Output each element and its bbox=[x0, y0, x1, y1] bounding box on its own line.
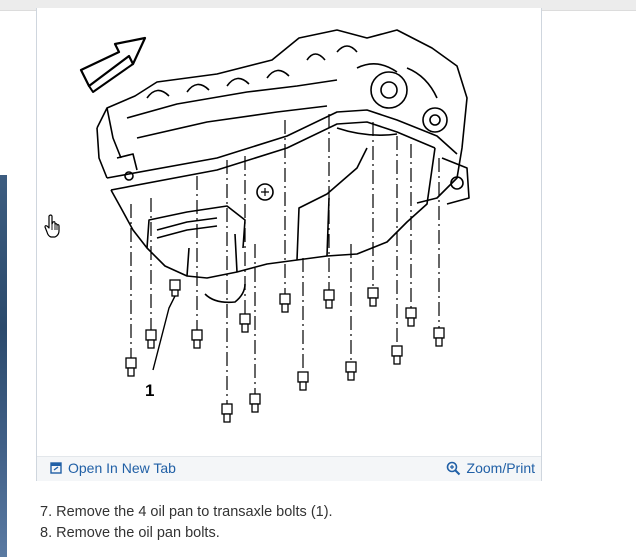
bolt bbox=[323, 289, 335, 309]
background-window-strip bbox=[0, 175, 7, 557]
bolt bbox=[279, 293, 291, 313]
zoom-print-label: Zoom/Print bbox=[466, 460, 535, 476]
open-in-new-tab-label: Open In New Tab bbox=[68, 460, 176, 476]
bolt-callout-1 bbox=[169, 279, 181, 297]
step-8: 8. Remove the oil pan bolts. bbox=[40, 525, 220, 541]
zoom-print-link[interactable]: Zoom/Print bbox=[446, 460, 535, 476]
instruction-steps: 7. Remove the 4 oil pan to transaxle bol… bbox=[40, 502, 333, 544]
figure-footer: Open In New Tab Zoom/Print bbox=[37, 456, 541, 481]
callout-number: 1 bbox=[145, 381, 154, 400]
bolt bbox=[125, 357, 137, 377]
hand-pointer-cursor-icon bbox=[44, 214, 60, 238]
bolt bbox=[249, 393, 261, 413]
figure-card: 1 Open In New Tab Zoom/Print bbox=[36, 8, 542, 481]
bolt bbox=[433, 327, 445, 347]
step-7: 7. Remove the 4 oil pan to transaxle bol… bbox=[40, 504, 333, 520]
bolt bbox=[367, 287, 379, 307]
open-in-new-tab-link[interactable]: Open In New Tab bbox=[50, 460, 176, 476]
bolt bbox=[145, 329, 157, 349]
bolt bbox=[221, 403, 233, 423]
bolt bbox=[191, 329, 203, 349]
zoom-magnifier-icon bbox=[446, 461, 460, 475]
bolt bbox=[391, 345, 403, 365]
diagram-area[interactable]: 1 bbox=[37, 8, 541, 456]
open-in-new-tab-icon bbox=[50, 462, 62, 474]
bolt bbox=[297, 371, 309, 391]
bolt bbox=[345, 361, 357, 381]
oil-pan-diagram: 1 bbox=[79, 29, 470, 423]
bolt bbox=[239, 313, 251, 333]
bolt bbox=[405, 307, 417, 327]
direction-arrow-icon bbox=[79, 36, 147, 93]
